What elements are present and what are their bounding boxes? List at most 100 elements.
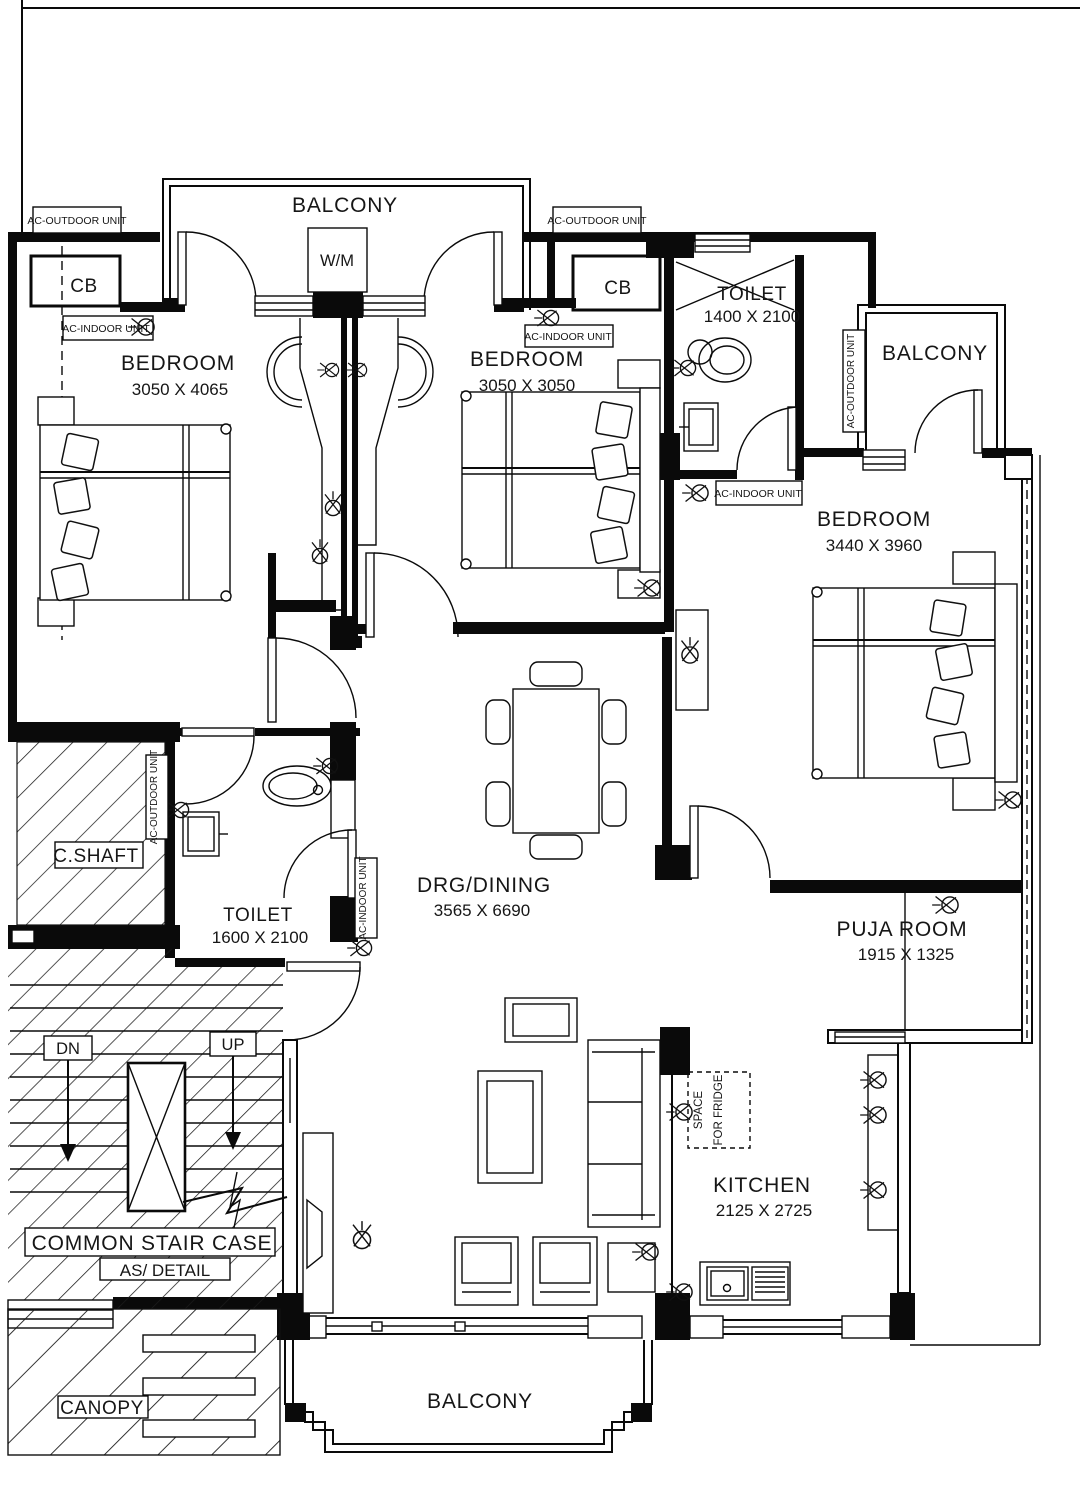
kitchen-dims: 2125 X 2725 <box>716 1201 812 1220</box>
ac-indoor-right-label: AC-INDOOR UNIT <box>714 488 802 500</box>
corner-table <box>607 1242 659 1293</box>
pillow <box>590 442 630 482</box>
door-dining <box>365 552 459 638</box>
dining-set <box>485 661 627 860</box>
kitchen-label: KITCHEN <box>713 1174 811 1197</box>
room-bedroom-right: BEDROOM 3440 X 3960 <box>675 508 1022 879</box>
stair-label: COMMON STAIR CASE <box>32 1232 273 1255</box>
puja-label: PUJA ROOM <box>837 918 968 941</box>
fridge-label-2: FOR FRIDGE <box>713 1074 725 1145</box>
pillow <box>925 686 965 726</box>
toilet-left-label: TOILET <box>223 905 293 926</box>
ac-outdoor-topleft: AC-OUTDOOR UNIT <box>27 206 127 234</box>
ac-outdoor-topright-label: AC-OUTDOOR UNIT <box>547 215 647 227</box>
pillow <box>50 562 90 602</box>
balcony-right-label: BALCONY <box>882 342 988 365</box>
pillow <box>589 525 629 565</box>
bed <box>460 359 661 599</box>
ac-indoor-right: AC-INDOOR UNIT <box>681 480 803 506</box>
light-point-icon <box>533 309 560 327</box>
ac-outdoor-topleft-label: AC-OUTDOOR UNIT <box>27 215 127 227</box>
room-bedroom-mid: BEDROOM 3050 X 3050 <box>460 348 661 599</box>
wash-basin <box>182 811 228 857</box>
door-toilet-left <box>181 727 255 805</box>
window-kitchen-top <box>834 1031 906 1044</box>
door-balcony-right-entry <box>914 389 983 454</box>
bedroom-mid-label: BEDROOM <box>470 348 584 371</box>
pillow <box>928 598 968 638</box>
pillow <box>52 476 92 516</box>
puja-dims: 1915 X 1325 <box>858 945 954 964</box>
wm-label: W/M <box>320 252 354 270</box>
kitchen-counter <box>867 1054 899 1231</box>
toilet-top-dims: 1400 X 2100 <box>704 307 800 326</box>
room-canopy: CANOPY <box>7 1308 281 1456</box>
light-point-icon <box>670 359 697 377</box>
stair-up-arrow: UP <box>209 1031 257 1150</box>
room-toilet-top: TOILET 1400 X 2100 <box>670 259 800 471</box>
ac-indoor-left: AC-INDOOR UNIT <box>62 315 155 341</box>
sofa-three-seat <box>587 1039 661 1228</box>
bedroom-left-dims: 3050 X 4065 <box>132 380 228 399</box>
up-label: UP <box>222 1036 245 1054</box>
door-bedroom-right <box>689 805 771 879</box>
room-balcony-right: BALCONY AC-OUTDOOR UNIT <box>842 304 1006 471</box>
fridge-label-1: SPACE <box>693 1091 705 1129</box>
light-point-icon <box>324 490 342 517</box>
window-bedroom-mid <box>362 295 426 317</box>
door-toilet-left-inner <box>283 829 357 899</box>
wash-basin <box>679 402 719 452</box>
light-point-icon <box>316 362 340 378</box>
window-balcony-right <box>862 449 906 471</box>
stair-dn-arrow: DN <box>43 1035 93 1162</box>
ac-outdoor-left: AC-OUTDOOR UNIT <box>145 750 169 844</box>
ac-outdoor-left-label: AC-OUTDOOR UNIT <box>149 750 160 844</box>
drg-dining-label: DRG/DINING <box>417 874 551 897</box>
ac-outdoor-right: AC-OUTDOOR UNIT <box>842 329 866 433</box>
dn-label: DN <box>56 1040 80 1058</box>
light-point-icon <box>311 538 329 565</box>
ac-indoor-foyer: AC-INDOOR UNIT <box>346 856 378 957</box>
pillow <box>934 642 974 682</box>
bathtub <box>687 337 752 383</box>
cb-left: CB <box>29 254 122 308</box>
window-kitchen-bottom <box>689 1315 891 1339</box>
drg-dining-dims: 3565 X 6690 <box>434 901 530 920</box>
cupboard <box>675 609 709 711</box>
cb-right-label: CB <box>604 278 632 299</box>
ac-outdoor-right-label: AC-OUTDOOR UNIT <box>846 334 857 428</box>
tv-unit <box>302 1132 372 1314</box>
light-point-icon <box>931 895 959 915</box>
window-bedroom-left <box>254 295 314 317</box>
toilet-wc <box>262 765 332 807</box>
door-main-entry <box>286 961 361 1041</box>
pillow <box>932 730 972 770</box>
sofa-single-right <box>532 1236 598 1306</box>
room-kitchen: KITCHEN 2125 X 2725 SPACE FOR FRIDGE <box>665 1031 906 1339</box>
room-balcony-top: BALCONY W/M <box>162 178 531 317</box>
fridge-space: SPACE FOR FRIDGE <box>665 1071 751 1149</box>
cb-right: CB <box>571 254 662 312</box>
ac-indoor-mid-label: AC-INDOOR UNIT <box>524 331 612 343</box>
door-balcony-right <box>423 231 503 306</box>
stair-sublabel: AS/ DETAIL <box>120 1261 210 1280</box>
toilet-left-dims: 1600 X 2100 <box>212 928 308 947</box>
ac-indoor-left-label: AC-INDOOR UNIT <box>62 323 150 335</box>
light-point-icon <box>994 790 1022 810</box>
ac-indoor-mid: AC-INDOOR UNIT <box>524 309 614 348</box>
light-point-icon <box>352 1220 372 1250</box>
c-shaft-label: C.SHAFT <box>53 846 138 867</box>
room-balcony-bottom: BALCONY <box>284 1340 653 1453</box>
light-point-icon <box>681 483 709 503</box>
room-drg-dining: DRG/DINING 3565 X 6690 <box>302 661 661 1335</box>
door-bedroom-left <box>267 637 357 723</box>
window-dining-bottom <box>326 1317 588 1335</box>
window-toilet-top <box>694 233 751 253</box>
center-table <box>477 1070 543 1184</box>
ac-outdoor-topright: AC-OUTDOOR UNIT <box>547 206 647 234</box>
shelf <box>330 779 356 839</box>
light-point-icon <box>859 1105 887 1125</box>
pillow <box>594 400 634 440</box>
